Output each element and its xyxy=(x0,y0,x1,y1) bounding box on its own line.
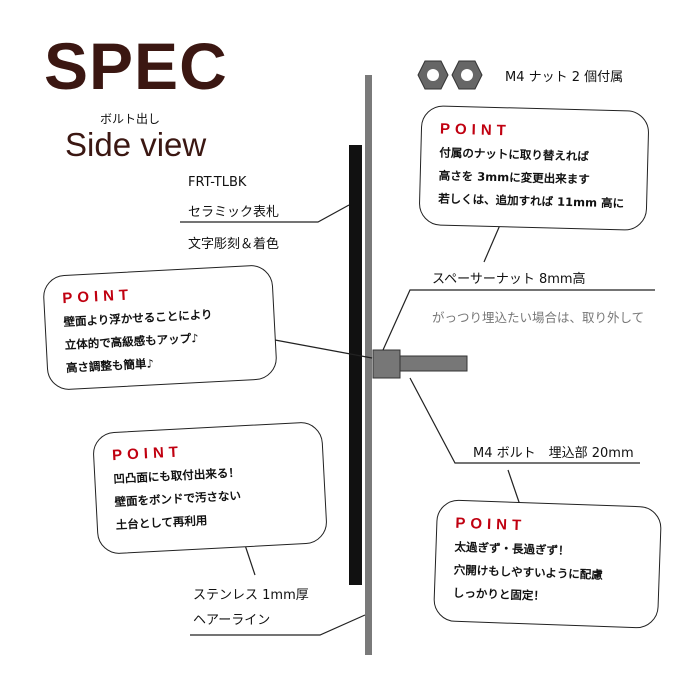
spacer-note: がっつり埋込たい場合は、取り外して xyxy=(432,310,645,325)
spacer-nut xyxy=(372,349,401,379)
point-heading: POINT xyxy=(455,514,527,535)
subtitle-small: ボルト出し xyxy=(100,112,161,126)
wall xyxy=(365,75,372,655)
subtitle: Side view xyxy=(65,126,207,163)
plate-material: セラミック表札 xyxy=(188,205,280,220)
base-finish: ヘアーライン xyxy=(193,613,271,628)
point-line: 若しくは、追加すれば 11mm 高に xyxy=(437,191,625,211)
plate-finish: 文字彫刻＆着色 xyxy=(188,237,280,252)
base-material: ステンレス 1mm厚 xyxy=(193,588,309,603)
point-bubble-base: POINT 凹凸面にも取付出来る！ 壁面をボンドで汚さない 土台として再利用 xyxy=(91,421,329,555)
point-bubble-float: POINT 壁面より浮かせることにより 立体的で高級感もアップ♪ 高さ調整も簡単… xyxy=(42,264,278,391)
point-bubble-bolt: POINT 太過ぎず・長過ぎず！ 穴開けもしやすいように配慮 しっかりと固定！ xyxy=(432,499,663,629)
point-bubble-nut: POINT 付属のナットに取り替えれば 高さを 3mmに変更出来ます 若しくは、… xyxy=(418,105,650,231)
plate-model: FRT-TLBK xyxy=(188,175,247,190)
bolt xyxy=(399,355,468,372)
spacer-label: スペーサーナット 8mm高 xyxy=(432,272,586,287)
bolt-label: M4 ボルト 埋込部 20mm xyxy=(473,446,634,461)
nameplate xyxy=(349,145,362,585)
page-title: SPEC xyxy=(44,29,228,103)
nut-label: M4 ナット 2 個付属 xyxy=(505,70,624,85)
point-heading: POINT xyxy=(439,120,512,140)
